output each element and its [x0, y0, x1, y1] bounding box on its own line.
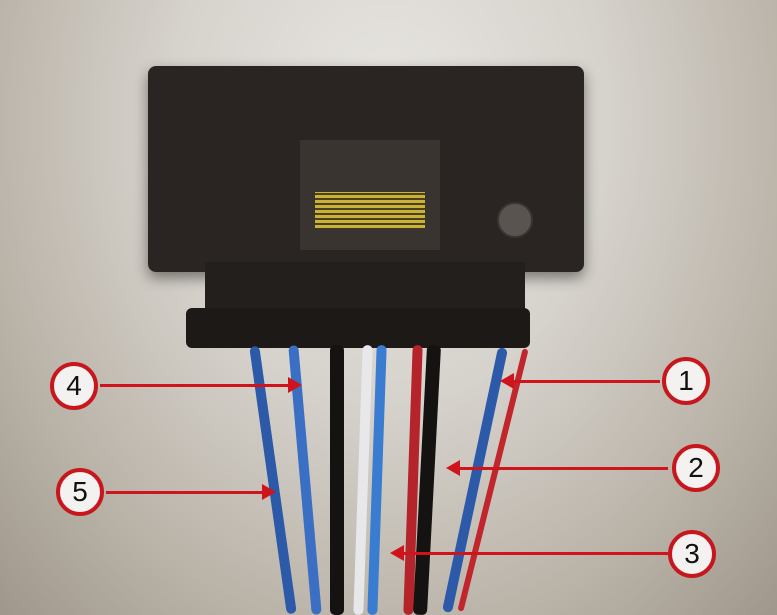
callout-3: 3: [668, 530, 716, 578]
connector-contacts: [315, 192, 425, 228]
housing-screw: [497, 202, 533, 238]
wire-blue-right: [442, 346, 508, 614]
callout-4-arrowhead: [288, 377, 302, 393]
connector-housing-lower: [205, 262, 525, 312]
connector-flange: [186, 308, 530, 348]
callout-2-arrow: [458, 467, 668, 470]
callout-5: 5: [56, 468, 104, 516]
callout-5-arrowhead: [262, 484, 276, 500]
callout-2-arrowhead: [446, 460, 460, 476]
callout-1-arrowhead: [500, 373, 514, 389]
callout-4-arrow: [100, 384, 290, 387]
callout-2: 2: [672, 444, 720, 492]
wire-black-1: [330, 345, 344, 615]
callout-1: 1: [662, 357, 710, 405]
callout-4: 4: [50, 362, 98, 410]
callout-5-arrow: [106, 491, 264, 494]
callout-3-arrow: [402, 552, 668, 555]
callout-3-arrowhead: [390, 545, 404, 561]
callout-1-arrow: [510, 380, 660, 383]
